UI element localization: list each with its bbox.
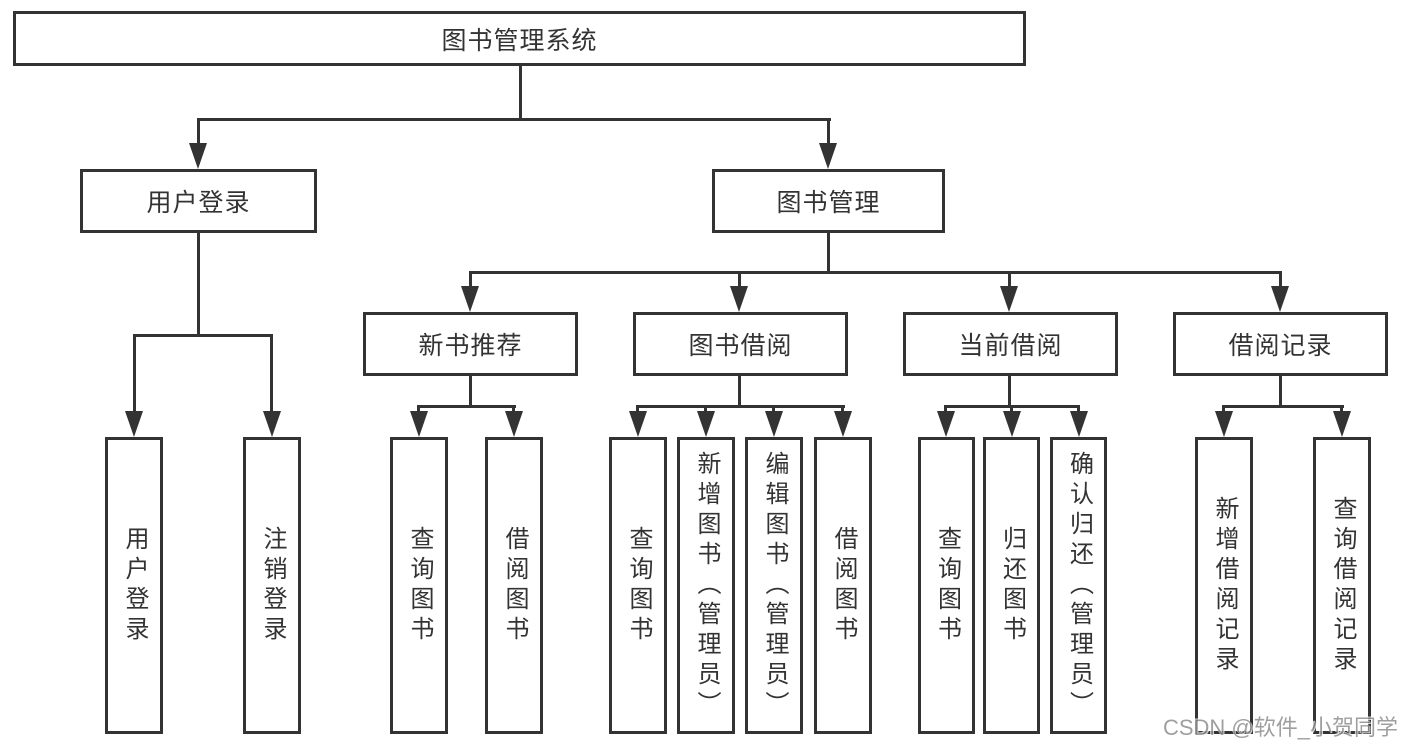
leaf-label: 查询图书 bbox=[933, 525, 961, 646]
arrow-down-icon bbox=[189, 143, 207, 169]
connector-new-book-recommend-stem bbox=[469, 376, 472, 407]
watermark-text: CSDN @软件_小贺同学 bbox=[1162, 715, 1398, 740]
leaf-query-books-3: 查询图书 bbox=[918, 437, 975, 734]
arrow-down-icon bbox=[819, 143, 837, 169]
arrow-down-icon bbox=[1003, 411, 1021, 437]
connector-current-borrow-stem bbox=[1008, 376, 1011, 407]
leaf-query-books: 查询图书 bbox=[390, 437, 448, 734]
connector-root-stem bbox=[519, 66, 522, 118]
node-user-login: 用户登录 bbox=[80, 169, 317, 233]
arrow-down-icon bbox=[1215, 411, 1233, 437]
arrow-down-icon bbox=[410, 411, 428, 437]
arrow-down-icon bbox=[1271, 286, 1289, 312]
leaf-add-borrow-record: 新增借阅记录 bbox=[1195, 437, 1253, 734]
leaf-label: 注销登录 bbox=[259, 525, 286, 646]
node-library-management-system: 图书管理系统 bbox=[13, 11, 1026, 66]
connector-borrow-records-stem bbox=[1279, 376, 1282, 407]
leaf-label: 查询图书 bbox=[406, 525, 433, 646]
arrow-down-icon bbox=[765, 411, 783, 437]
arrow-down-icon bbox=[730, 286, 748, 312]
leaf-label: 查询图书 bbox=[625, 525, 652, 646]
connector-to-user-login bbox=[197, 118, 200, 164]
connector-to-borrow-records bbox=[1279, 271, 1282, 291]
connector-to-leaf-logout bbox=[270, 334, 273, 418]
arrow-down-icon bbox=[461, 286, 479, 312]
connector-user-login-bus bbox=[133, 334, 273, 337]
connector-new-book-recommend-bus bbox=[417, 405, 516, 408]
arrow-down-icon bbox=[263, 411, 281, 437]
node-book-management: 图书管理 bbox=[712, 169, 945, 233]
leaf-query-books-2: 查询图书 bbox=[609, 437, 667, 734]
node-label: 图书借阅 bbox=[688, 332, 793, 360]
arrow-down-icon bbox=[834, 411, 852, 437]
arrow-down-icon bbox=[629, 411, 647, 437]
leaf-label: 借阅图书 bbox=[501, 525, 528, 646]
leaf-label: 用户登录 bbox=[121, 525, 148, 646]
connector-to-book-borrow bbox=[738, 271, 741, 291]
leaf-borrow-books-2: 借阅图书 bbox=[814, 437, 872, 734]
leaf-borrow-books: 借阅图书 bbox=[485, 437, 543, 734]
node-book-borrow: 图书借阅 bbox=[633, 312, 848, 376]
leaf-query-borrow-record: 查询借阅记录 bbox=[1313, 437, 1371, 734]
arrow-down-icon bbox=[1333, 411, 1351, 437]
arrow-down-icon bbox=[1000, 286, 1018, 312]
node-label: 借阅记录 bbox=[1228, 332, 1333, 360]
leaf-user-login: 用户登录 bbox=[105, 437, 163, 734]
connector-book-borrow-stem bbox=[738, 376, 741, 407]
node-current-borrow: 当前借阅 bbox=[903, 312, 1118, 376]
leaf-logout: 注销登录 bbox=[243, 437, 301, 734]
leaf-label: 新增图书（管理员） bbox=[693, 450, 720, 721]
connector-to-current-borrow bbox=[1008, 271, 1011, 291]
connector-to-book-management bbox=[827, 118, 830, 164]
connector-to-new-book-recommend bbox=[469, 271, 472, 291]
node-label: 新书推荐 bbox=[418, 332, 523, 360]
node-label: 图书管理系统 bbox=[441, 26, 598, 55]
connector-book-management-stem bbox=[827, 233, 830, 273]
connector-to-leaf-user-login bbox=[133, 334, 136, 418]
arrow-down-icon bbox=[937, 411, 955, 437]
connector-level1-bus bbox=[197, 118, 831, 121]
leaf-label: 确认归还（管理员） bbox=[1065, 450, 1093, 721]
leaf-confirm-return-admin: 确认归还（管理员） bbox=[1050, 437, 1107, 734]
connector-level2-bus bbox=[469, 271, 1282, 274]
node-borrow-records: 借阅记录 bbox=[1173, 312, 1388, 376]
leaf-label: 归还图书 bbox=[998, 525, 1026, 646]
arrow-down-icon bbox=[505, 411, 523, 437]
node-label: 图书管理 bbox=[776, 189, 881, 217]
leaf-label: 借阅图书 bbox=[830, 525, 857, 646]
leaf-add-books-admin: 新增图书（管理员） bbox=[677, 437, 735, 734]
node-label: 用户登录 bbox=[146, 189, 251, 217]
node-new-book-recommend: 新书推荐 bbox=[363, 312, 578, 376]
arrow-down-icon bbox=[697, 411, 715, 437]
arrow-down-icon bbox=[125, 411, 143, 437]
arrow-down-icon bbox=[1070, 411, 1088, 437]
leaf-label: 查询借阅记录 bbox=[1329, 495, 1356, 676]
leaf-label: 编辑图书（管理员） bbox=[761, 450, 788, 721]
node-label: 当前借阅 bbox=[958, 332, 1063, 360]
leaf-label: 新增借阅记录 bbox=[1211, 495, 1238, 676]
connector-user-login-stem bbox=[197, 233, 200, 334]
leaf-return-books: 归还图书 bbox=[983, 437, 1040, 734]
leaf-edit-books-admin: 编辑图书（管理员） bbox=[745, 437, 803, 734]
connector-book-borrow-bus bbox=[636, 405, 845, 408]
connector-borrow-records-bus bbox=[1222, 405, 1344, 408]
